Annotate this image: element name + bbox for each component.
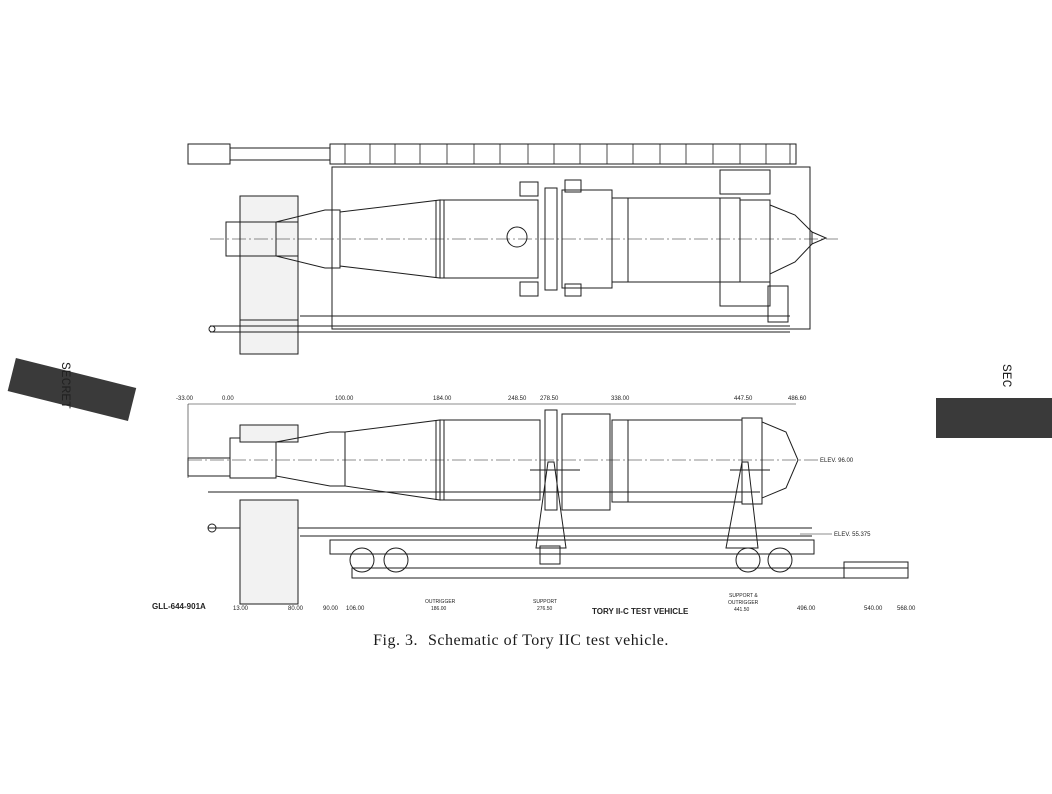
figure-number: Fig. 3. xyxy=(373,632,418,649)
drawing-number: GLL-644-901A xyxy=(152,602,206,611)
station-label: 278.50 xyxy=(540,396,559,402)
station-label: -33.00 xyxy=(176,396,194,402)
security-stamp-right: SEC xyxy=(936,364,1052,438)
station-label: 568.00 xyxy=(897,606,916,612)
station-label: 106.00 xyxy=(346,606,365,612)
callout-name: OUTRIGGER xyxy=(728,600,759,606)
callout-value: 441.50 xyxy=(734,607,750,613)
callout-name: OUTRIGGER xyxy=(425,599,456,605)
plan-view xyxy=(187,143,838,355)
station-label: 13.00 xyxy=(233,606,249,612)
drawing-title: TORY II-C TEST VEHICLE xyxy=(592,607,689,616)
stamp-text-left: SECRET xyxy=(58,362,73,409)
callouts: OUTRIGGER 186.00 SUPPORT 276.50 SUPPORT … xyxy=(425,593,759,613)
top-station-labels: -33.00 0.00 100.00 184.00 248.50 278.50 … xyxy=(176,396,807,402)
callout-value: 276.50 xyxy=(537,606,553,612)
station-label: 540.00 xyxy=(864,606,883,612)
stamp-text-right: SEC xyxy=(999,364,1014,388)
side-view xyxy=(187,403,909,605)
elevation-label: ELEV. 55.375 xyxy=(834,532,871,538)
callout-name: SUPPORT xyxy=(533,599,557,605)
station-label: 0.00 xyxy=(222,396,234,402)
station-label: 496.00 xyxy=(797,606,816,612)
figure-caption-text: Schematic of Tory IIC test vehicle. xyxy=(427,632,669,649)
station-label: 100.00 xyxy=(335,396,354,402)
elevation-label: ELEV. 96.00 xyxy=(820,458,854,464)
station-label: 248.50 xyxy=(508,396,527,402)
bottom-station-labels: 13.00 80.00 90.00 106.00 496.00 540.00 5… xyxy=(233,606,916,612)
callout-name: SUPPORT & xyxy=(729,593,758,599)
callout-value: 186.00 xyxy=(431,606,447,612)
station-label: 80.00 xyxy=(288,606,304,612)
station-label: 184.00 xyxy=(433,396,452,402)
station-label: 338.00 xyxy=(611,396,630,402)
station-label: 447.50 xyxy=(734,396,753,402)
station-label: 486.60 xyxy=(788,396,807,402)
station-label: 90.00 xyxy=(323,606,339,612)
security-stamp-left: SECRET xyxy=(7,357,137,421)
figure-caption: Fig. 3. Schematic of Tory IIC test vehicl… xyxy=(0,632,1052,650)
